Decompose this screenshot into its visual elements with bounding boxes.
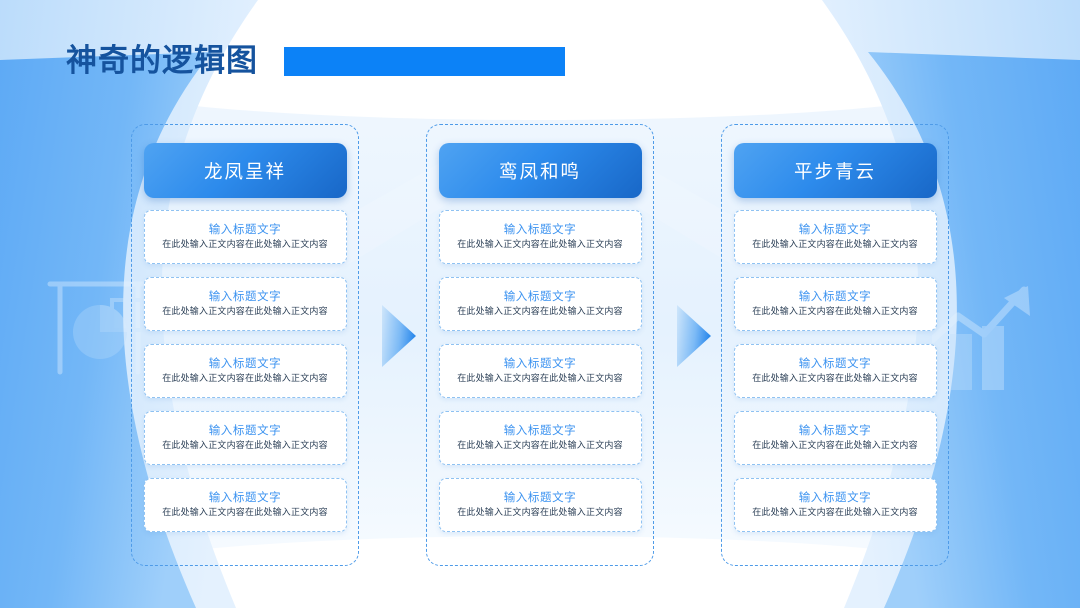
card-title: 输入标题文字 — [798, 492, 872, 505]
column-header-label-2: 鸾凤和鸣 — [498, 160, 581, 182]
card-body: 在此处输入正文内容在此处输入正文内容 — [457, 372, 623, 383]
column-header-3[interactable]: 平步青云 — [733, 143, 937, 198]
card-title: 输入标题文字 — [503, 291, 577, 304]
list-item[interactable]: 输入标题文字 在此处输入正文内容在此处输入正文内容 — [438, 277, 642, 331]
card-body: 在此处输入正文内容在此处输入正文内容 — [752, 305, 918, 316]
card-body: 在此处输入正文内容在此处输入正文内容 — [752, 238, 918, 249]
list-item[interactable]: 输入标题文字 在此处输入正文内容在此处输入正文内容 — [733, 277, 937, 331]
column-group-3[interactable]: 平步青云 输入标题文字 在此处输入正文内容在此处输入正文内容 输入标题文字 在此… — [721, 124, 949, 566]
column-group-1[interactable]: 龙凤呈祥 输入标题文字 在此处输入正文内容在此处输入正文内容 输入标题文字 在此… — [131, 124, 359, 566]
card-title: 输入标题文字 — [208, 224, 282, 237]
card-body: 在此处输入正文内容在此处输入正文内容 — [162, 305, 328, 316]
card-body: 在此处输入正文内容在此处输入正文内容 — [162, 506, 328, 517]
card-body: 在此处输入正文内容在此处输入正文内容 — [752, 506, 918, 517]
card-body: 在此处输入正文内容在此处输入正文内容 — [162, 238, 328, 249]
card-title: 输入标题文字 — [503, 425, 577, 438]
card-title: 输入标题文字 — [208, 425, 282, 438]
page-title-row: 神奇的逻辑图 — [66, 38, 565, 84]
column-header-2[interactable]: 鸾凤和鸣 — [438, 143, 642, 198]
page-title: 神奇的逻辑图 — [66, 43, 258, 78]
list-item[interactable]: 输入标题文字 在此处输入正文内容在此处输入正文内容 — [438, 210, 642, 264]
card-body: 在此处输入正文内容在此处输入正文内容 — [457, 305, 623, 316]
card-title: 输入标题文字 — [798, 291, 872, 304]
list-item[interactable]: 输入标题文字 在此处输入正文内容在此处输入正文内容 — [438, 411, 642, 465]
card-body: 在此处输入正文内容在此处输入正文内容 — [457, 439, 623, 450]
list-item[interactable]: 输入标题文字 在此处输入正文内容在此处输入正文内容 — [438, 344, 642, 398]
list-item[interactable]: 输入标题文字 在此处输入正文内容在此处输入正文内容 — [143, 344, 347, 398]
list-item[interactable]: 输入标题文字 在此处输入正文内容在此处输入正文内容 — [438, 478, 642, 532]
list-item[interactable]: 输入标题文字 在此处输入正文内容在此处输入正文内容 — [733, 344, 937, 398]
card-body: 在此处输入正文内容在此处输入正文内容 — [752, 439, 918, 450]
card-title: 输入标题文字 — [798, 358, 872, 371]
columns-container: 龙凤呈祥 输入标题文字 在此处输入正文内容在此处输入正文内容 输入标题文字 在此… — [0, 124, 1080, 568]
list-item[interactable]: 输入标题文字 在此处输入正文内容在此处输入正文内容 — [143, 277, 347, 331]
card-title: 输入标题文字 — [208, 358, 282, 371]
column-group-2[interactable]: 鸾凤和鸣 输入标题文字 在此处输入正文内容在此处输入正文内容 输入标题文字 在此… — [426, 124, 654, 566]
card-title: 输入标题文字 — [798, 425, 872, 438]
list-item[interactable]: 输入标题文字 在此处输入正文内容在此处输入正文内容 — [143, 210, 347, 264]
card-list-2: 输入标题文字 在此处输入正文内容在此处输入正文内容 输入标题文字 在此处输入正文… — [435, 210, 645, 532]
list-item[interactable]: 输入标题文字 在此处输入正文内容在此处输入正文内容 — [733, 210, 937, 264]
card-body: 在此处输入正文内容在此处输入正文内容 — [752, 372, 918, 383]
card-title: 输入标题文字 — [208, 492, 282, 505]
list-item[interactable]: 输入标题文字 在此处输入正文内容在此处输入正文内容 — [143, 478, 347, 532]
card-body: 在此处输入正文内容在此处输入正文内容 — [162, 439, 328, 450]
card-title: 输入标题文字 — [798, 224, 872, 237]
card-body: 在此处输入正文内容在此处输入正文内容 — [457, 506, 623, 517]
card-title: 输入标题文字 — [503, 358, 577, 371]
arrow-right-icon — [677, 305, 711, 367]
list-item[interactable]: 输入标题文字 在此处输入正文内容在此处输入正文内容 — [733, 478, 937, 532]
card-list-1: 输入标题文字 在此处输入正文内容在此处输入正文内容 输入标题文字 在此处输入正文… — [140, 210, 350, 532]
card-body: 在此处输入正文内容在此处输入正文内容 — [457, 238, 623, 249]
list-item[interactable]: 输入标题文字 在此处输入正文内容在此处输入正文内容 — [733, 411, 937, 465]
card-list-3: 输入标题文字 在此处输入正文内容在此处输入正文内容 输入标题文字 在此处输入正文… — [730, 210, 940, 532]
card-title: 输入标题文字 — [208, 291, 282, 304]
title-accent-bar — [284, 46, 565, 76]
column-header-1[interactable]: 龙凤呈祥 — [143, 143, 347, 198]
list-item[interactable]: 输入标题文字 在此处输入正文内容在此处输入正文内容 — [143, 411, 347, 465]
column-header-label-1: 龙凤呈祥 — [203, 160, 286, 182]
column-header-label-3: 平步青云 — [793, 160, 876, 182]
card-body: 在此处输入正文内容在此处输入正文内容 — [162, 372, 328, 383]
card-title: 输入标题文字 — [503, 224, 577, 237]
card-title: 输入标题文字 — [503, 492, 577, 505]
arrow-right-icon — [382, 305, 416, 367]
